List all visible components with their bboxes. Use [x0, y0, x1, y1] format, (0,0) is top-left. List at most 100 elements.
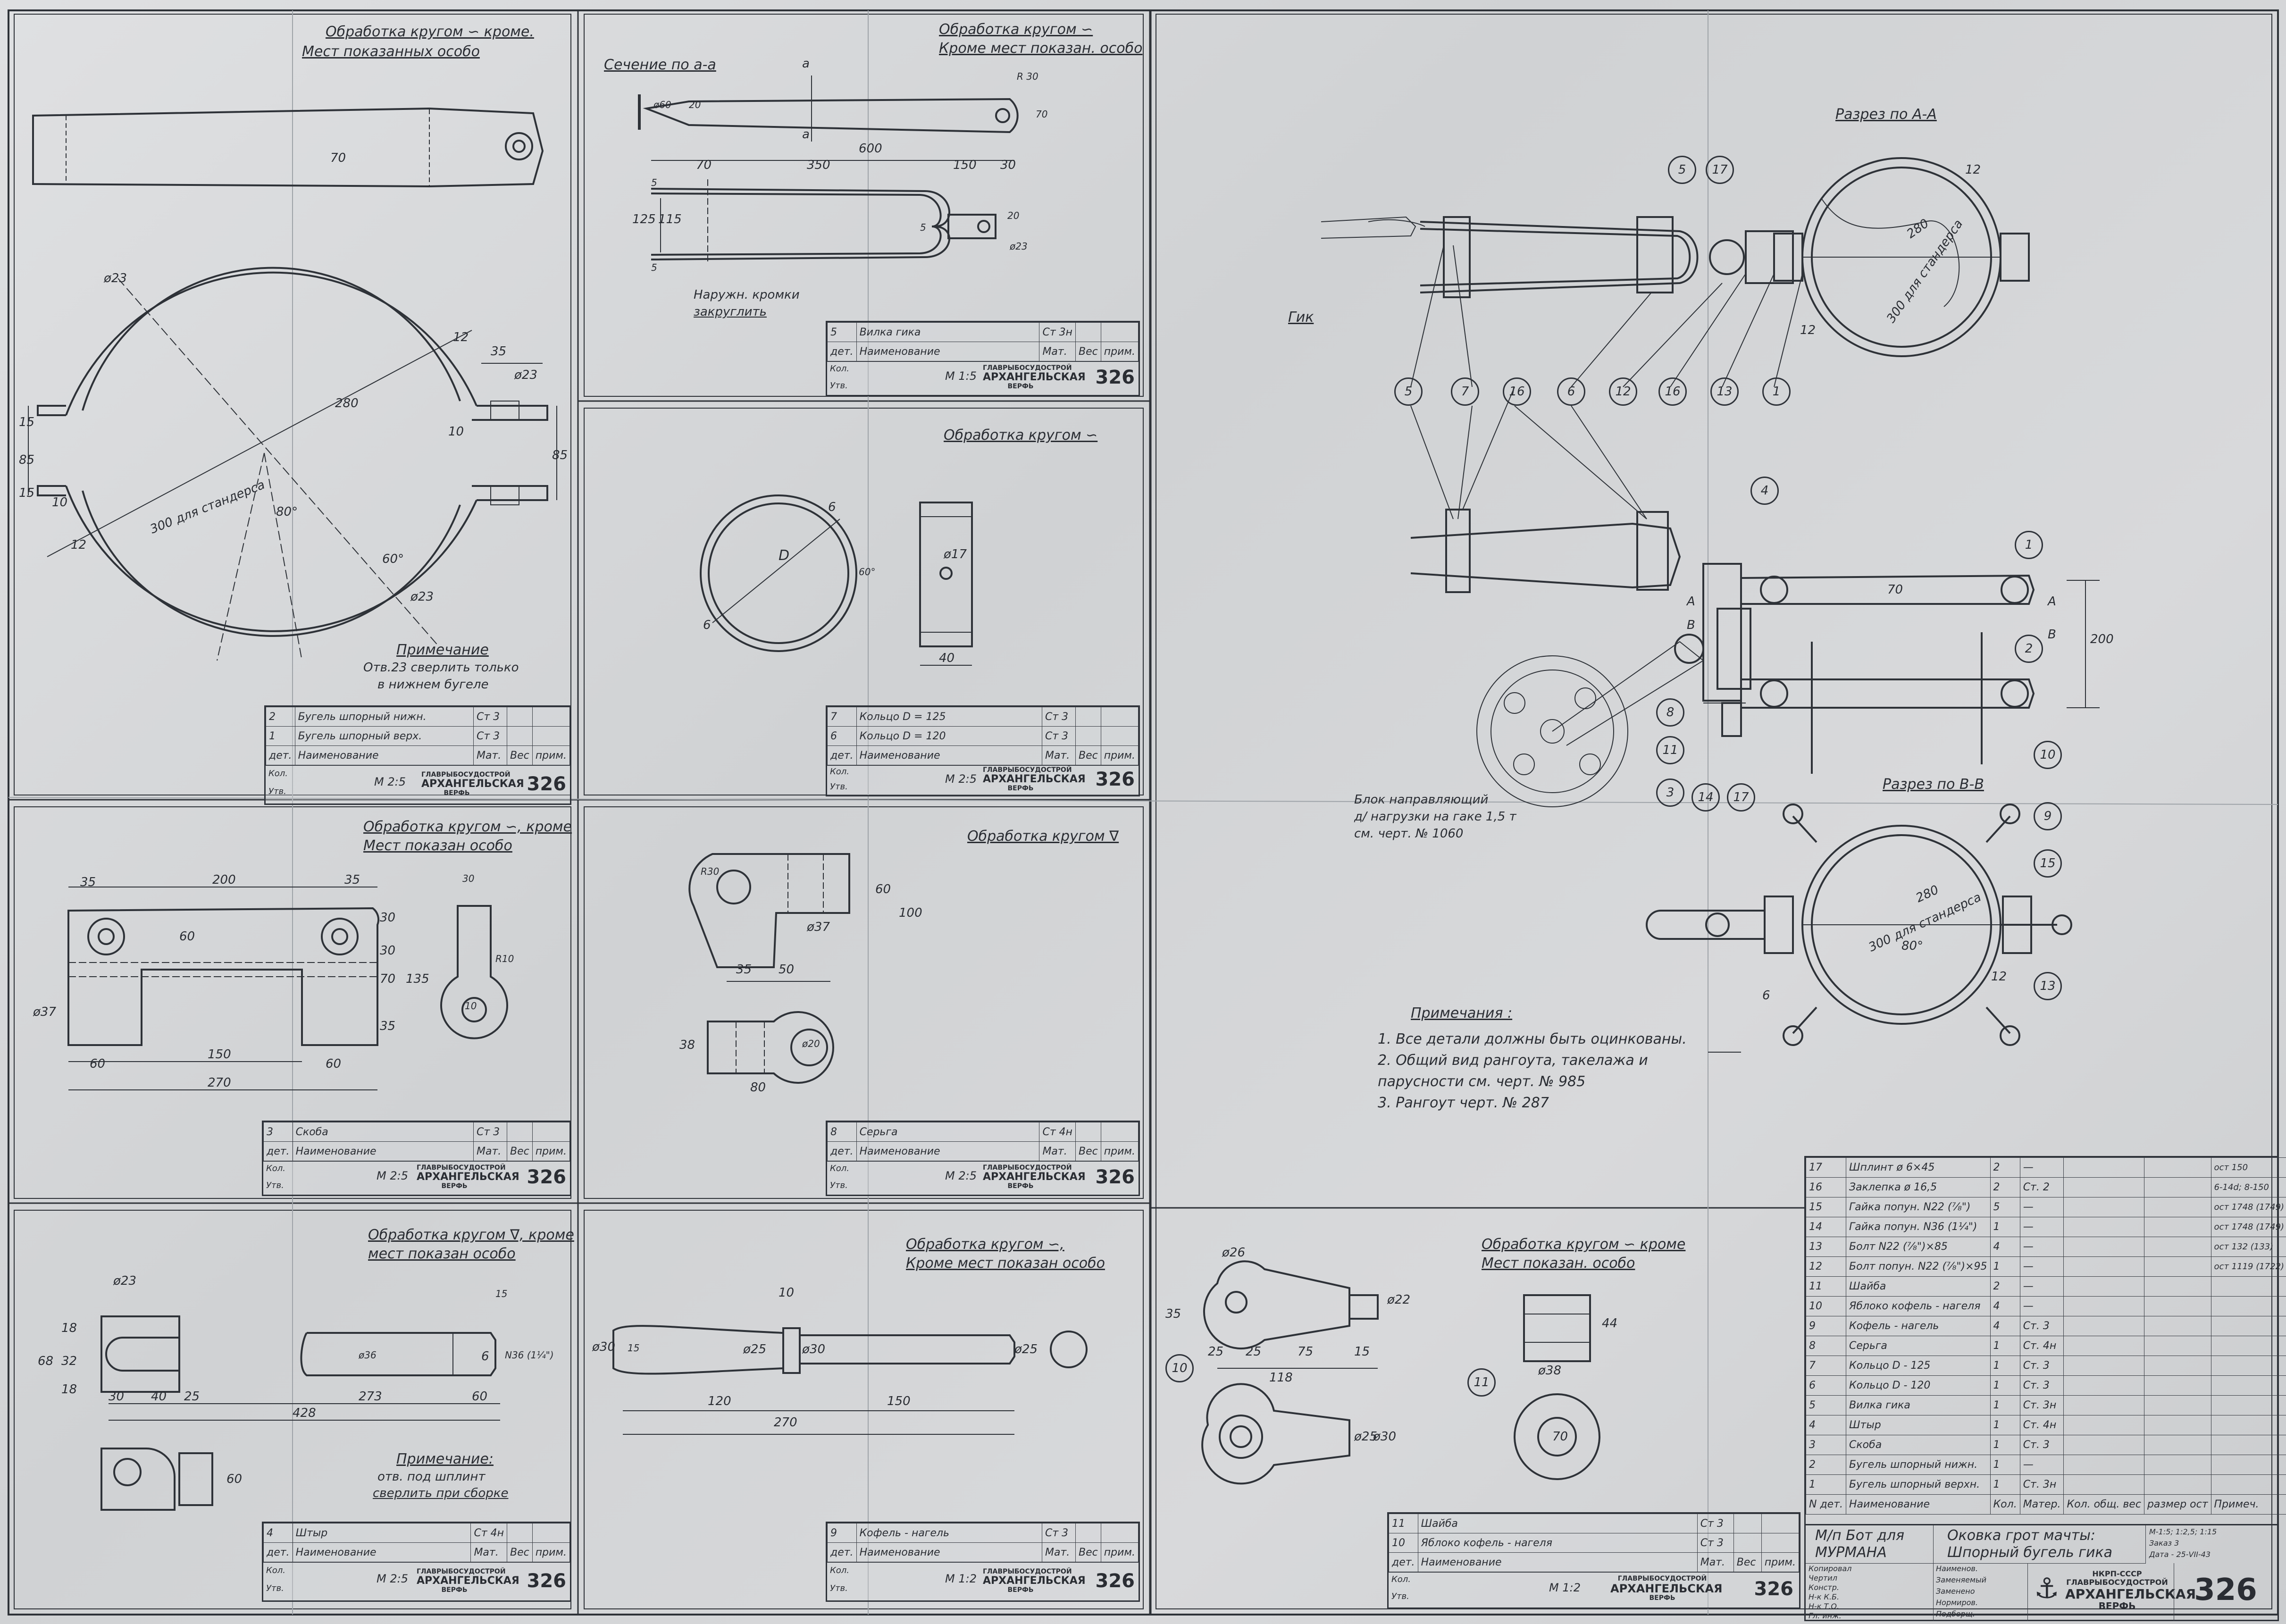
p1-dim-14: 10	[448, 425, 464, 439]
bubble-8: 8	[1656, 698, 1684, 727]
p2-dim-5: 70	[1036, 109, 1048, 120]
main-block-note-3: см. черт. № 1060	[1354, 827, 1464, 841]
sign-role: Гл. инж.	[1809, 1611, 1842, 1620]
p1-header-1: Обработка кругом ∽ кроме.	[326, 24, 534, 40]
p1-note-title: Примечание	[396, 642, 489, 658]
sign-role-2: Подборщ.	[1936, 1609, 1975, 1618]
p6-dim-2: 32	[61, 1354, 77, 1368]
p7-dim-8: 270	[774, 1415, 797, 1430]
bubble-17-top: 17	[1706, 156, 1734, 184]
anchor-icon: ⚓	[2034, 1572, 2060, 1605]
p2-dim-11: 5	[651, 177, 657, 188]
main-dim-7: А	[2048, 594, 2056, 609]
bubble-5: 5	[1394, 377, 1423, 406]
p5-dim-5: 50	[779, 963, 795, 977]
main-note-3: парусности см. черт. № 985	[1378, 1073, 1586, 1090]
p8-bubble-11: 11	[1467, 1368, 1496, 1397]
p2-dim-13: 115	[658, 212, 682, 226]
p4-dim-13: 270	[208, 1076, 231, 1090]
p7-dim-4: ø30	[802, 1342, 825, 1356]
p3-dim-3: 40	[939, 651, 955, 665]
p5-dim-2: 100	[899, 906, 922, 920]
p8-dim-12: 70	[1552, 1430, 1568, 1444]
sign-role-2: Нормиров.	[1936, 1598, 1978, 1607]
p5-dim-1: 60	[875, 882, 891, 896]
p7-dim-1: ø30	[592, 1340, 615, 1354]
p7-dim-3: ø25	[743, 1342, 766, 1356]
p6-dim-7: N36 (1¼")	[505, 1349, 554, 1361]
p4-dim-3: 30	[380, 911, 396, 925]
p6-dim-14: 428	[293, 1406, 316, 1420]
p1-dim-13: ø23	[410, 590, 434, 604]
p6-dim-1: 68	[38, 1354, 54, 1368]
p3-dim-5: 60°	[859, 566, 876, 578]
p4-dim-1: 200	[212, 873, 236, 887]
main-title-block: М/п Бот для МУРМАНА Оковка грот мачты: Ш…	[1806, 1524, 2278, 1621]
p1-dim-4: 15	[19, 415, 35, 429]
p5-dim-4: 35	[736, 963, 752, 977]
p4-dim-16: 30	[462, 873, 475, 884]
p2-dim-2: a	[802, 57, 810, 71]
p1-dim-9: 280	[335, 396, 359, 410]
bubble-1: 1	[2015, 531, 2043, 559]
p1-dim-11: 80°	[276, 505, 298, 519]
main-gik-label: Гик	[1288, 309, 1314, 326]
p2-dim-15: 5	[920, 222, 926, 233]
p4-header-2: Мест показан особо	[363, 837, 512, 854]
p5-dim-0: R30	[701, 866, 720, 877]
p4-dim-10: 150	[208, 1047, 231, 1062]
bubble-9: 9	[2034, 802, 2062, 830]
main-block-note-1: Блок направляющий	[1354, 793, 1489, 807]
main-dim-6: А	[1687, 594, 1695, 609]
p2-dim-12: 125	[632, 212, 656, 226]
main-dim-4: 70	[1887, 583, 1903, 597]
p1-dim-6: 15	[19, 486, 35, 500]
main-dim-8: В	[1687, 618, 1695, 632]
p6-dim-13: 60	[472, 1390, 488, 1404]
p4-dim-2: 35	[344, 873, 360, 887]
main-dim-13: 12	[1991, 970, 2007, 984]
p4-dim-14: R10	[495, 953, 514, 964]
main-section-bb: Разрез по В-В	[1883, 776, 1984, 793]
sign-role-2: Наименов.	[1936, 1564, 1978, 1573]
p8-header-1: Обработка кругом ∽ кроме	[1482, 1236, 1686, 1253]
p4-dim-7: 135	[406, 972, 429, 986]
p5-dim-6: 38	[679, 1038, 695, 1052]
p7-dim-2: 15	[628, 1342, 640, 1354]
p6-dim-15: 60	[226, 1472, 243, 1486]
p8-dim-0: ø26	[1222, 1246, 1245, 1260]
p6-dim-6: ø36	[359, 1349, 377, 1361]
bubble-11: 11	[1656, 736, 1684, 764]
p2-dim-1: 20	[689, 99, 701, 110]
p6-note-title: Примечание:	[396, 1451, 494, 1467]
p8-dim-2: 25	[1208, 1345, 1224, 1359]
p5-header-1: Обработка кругом ∇	[967, 828, 1119, 845]
main-dim-14: 6	[1762, 988, 1770, 1003]
p4-dim-0: 35	[80, 875, 96, 889]
p2-section: Сечение по а-а	[604, 57, 716, 73]
main-section-aa: Разрез по А-А	[1835, 106, 1937, 123]
p3-dim-2: 6	[703, 618, 711, 632]
main-notes-title: Примечания :	[1411, 1005, 1513, 1021]
sign-role: Чертил	[1809, 1574, 1837, 1582]
p4-dim-4: 60	[179, 929, 195, 944]
p8-header-2: Мест показан. особо	[1482, 1255, 1635, 1272]
p8-dim-5: 15	[1354, 1345, 1370, 1359]
